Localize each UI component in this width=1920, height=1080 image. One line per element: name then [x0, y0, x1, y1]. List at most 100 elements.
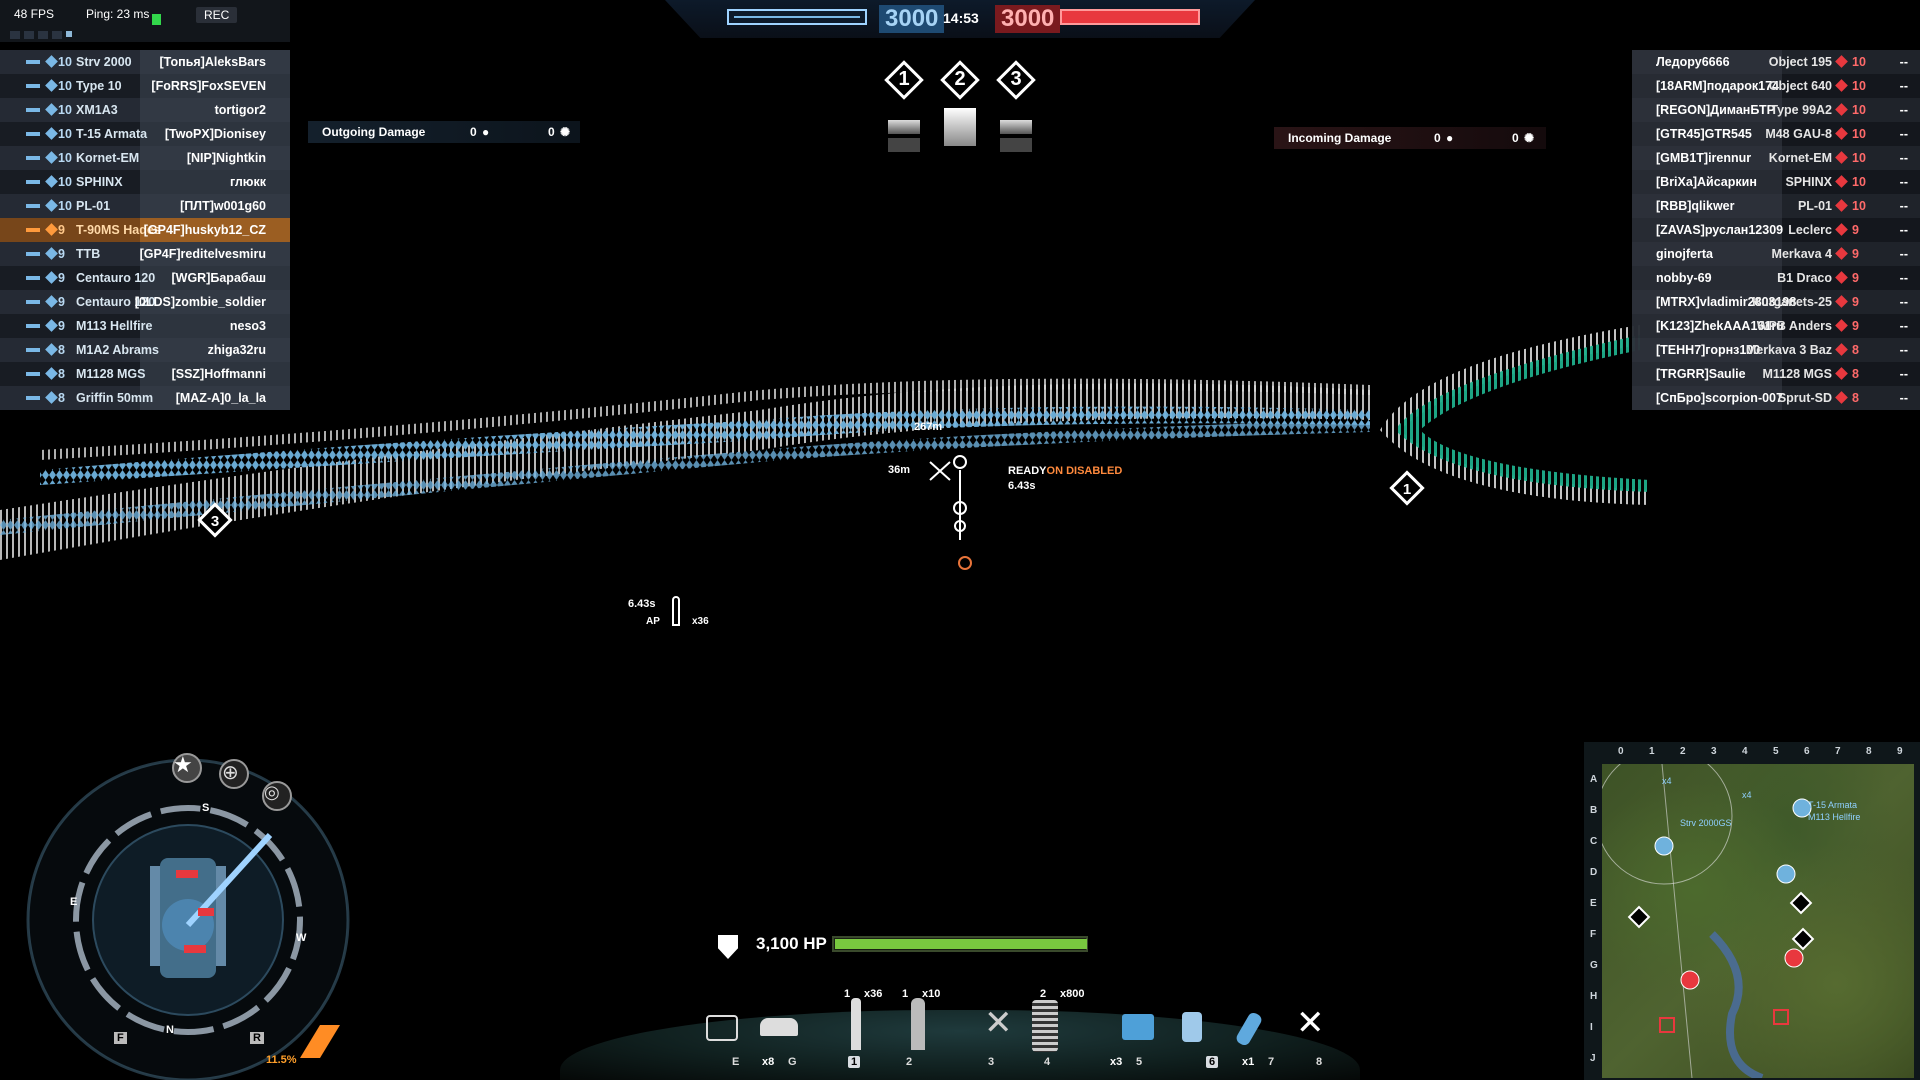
health-bar — [26, 204, 40, 208]
empty-slot-icon[interactable]: ✕ — [984, 1004, 1013, 1042]
status-text: -- — [1899, 199, 1908, 213]
vehicle-tier: 10 — [1852, 55, 1866, 69]
canister-icon[interactable] — [1182, 1012, 1202, 1042]
slot-key-4: 4 — [1044, 1056, 1051, 1068]
player-name[interactable]: [TwoPX]Dionisey — [164, 127, 266, 141]
minimap-label: x4 — [1742, 790, 1752, 800]
minimap-col-label: 1 — [1649, 746, 1655, 757]
incoming-damage-value: 0 — [1434, 131, 1441, 145]
machine-gun-ammo-icon[interactable] — [1032, 1000, 1058, 1052]
vehicle-class-icon — [45, 319, 58, 332]
player-name[interactable]: [RBB]qlikwer — [1656, 199, 1735, 213]
player-name[interactable]: [MAZ-A]0_la_la — [175, 391, 266, 405]
minimap-row-label: F — [1590, 929, 1597, 940]
player-name[interactable]: [ПЛТ]w001g60 — [180, 199, 266, 213]
player-name[interactable]: Ледору6666 — [1656, 55, 1730, 69]
vehicle-name: TTB — [76, 247, 101, 261]
slot-level: 2 — [1040, 988, 1047, 1000]
vehicle-class-icon — [45, 175, 58, 188]
player-name[interactable]: [K123]ZhekAAA161ru — [1656, 319, 1784, 333]
vehicle-class-icon — [45, 223, 58, 236]
vehicle-tier: 10 — [58, 199, 72, 213]
vehicle-class-icon — [45, 127, 58, 140]
empty-slot-icon[interactable]: ✕ — [1296, 1004, 1325, 1042]
minimap-label: x4 — [1662, 776, 1672, 786]
shell-ap-slot[interactable] — [851, 998, 861, 1050]
health-bar — [26, 84, 40, 88]
vehicle-class-icon — [1835, 55, 1848, 68]
player-plate — [140, 218, 290, 242]
health-bar — [26, 300, 40, 304]
vehicle-class-icon — [45, 55, 58, 68]
player-name[interactable]: [NIP]Nightkin — [186, 151, 266, 165]
player-name[interactable]: tortigor2 — [214, 103, 266, 117]
minimap-col-label: 4 — [1742, 746, 1748, 757]
health-bar — [26, 276, 40, 280]
player-name[interactable]: [GP4F]reditelvesmiru — [139, 247, 266, 261]
player-name[interactable]: [TRGRR]Saulie — [1656, 367, 1746, 381]
player-name[interactable]: [BriXa]Айсаркин — [1656, 175, 1757, 189]
player-name[interactable]: [СпБро]scorpion-007 — [1656, 391, 1783, 405]
player-name[interactable]: [FoRRS]FoxSEVEN — [151, 79, 266, 93]
player-name[interactable]: [0LDS]zombie_soldier — [134, 295, 266, 309]
player-plate — [140, 170, 290, 194]
toolbox-icon[interactable] — [1122, 1014, 1154, 1040]
vehicle-name: M1A2 Abrams — [76, 343, 159, 357]
player-name[interactable]: nobby-69 — [1656, 271, 1712, 285]
player-name[interactable]: zhiga32ru — [207, 343, 266, 357]
steering-wheel-icon[interactable]: ◎ — [264, 782, 280, 802]
rec-indicator[interactable]: REC — [196, 7, 238, 23]
vehicle-tier: 9 — [58, 247, 65, 261]
tank-icon[interactable] — [760, 1018, 798, 1036]
player-name[interactable]: [REGON]ДиманБТР — [1656, 103, 1775, 117]
star-icon[interactable]: ★ — [173, 752, 193, 777]
vehicle-name: PL-01 — [76, 199, 111, 213]
player-name[interactable]: [GTR45]GTR545 — [1656, 127, 1752, 141]
player-name[interactable]: [WGR]Барабаш — [171, 271, 267, 285]
player-name[interactable]: [GMB1T]irennur — [1656, 151, 1752, 165]
gear-forward: F — [114, 1032, 127, 1044]
minimap[interactable]: x4 x4 Strv 2000GS T-15 Armata M113 Hellf… — [1584, 742, 1920, 1080]
vehicle-name: Kornet-EM — [1768, 151, 1832, 165]
player-name[interactable]: [18ARM]подарок174 — [1656, 79, 1779, 93]
slot-count: x10 — [922, 988, 941, 1000]
shell-he-slot[interactable] — [911, 998, 925, 1050]
player-plate — [140, 74, 290, 98]
slot-key-E: E — [732, 1056, 740, 1068]
vehicle-name: SPHINX — [76, 175, 123, 189]
vehicle-name: Kurganets-25 — [1752, 295, 1832, 309]
minimap-terrain[interactable]: x4 x4 Strv 2000GS T-15 Armata M113 Hellf… — [1602, 764, 1914, 1078]
player-name[interactable]: [TEHH7]горнз100 — [1656, 343, 1761, 357]
status-text: -- — [1899, 247, 1908, 261]
vehicle-name: Merkava 3 Baz — [1745, 343, 1832, 357]
player-name[interactable]: [SSZ]Hoffmanni — [171, 367, 266, 381]
player-name[interactable]: глюкк — [229, 175, 266, 189]
player-name[interactable]: [GP4F]huskyb12_CZ — [143, 223, 266, 237]
player-plate — [1632, 194, 1782, 218]
vehicle-class-icon — [1835, 247, 1848, 260]
minimap-label: Strv 2000GS — [1680, 818, 1732, 828]
score-bar: 3000 14:53 3000 — [665, 0, 1255, 38]
vehicle-class-icon — [1835, 175, 1848, 188]
vehicle-tier: 10 — [58, 103, 72, 117]
target-icon[interactable]: ⊕ — [222, 762, 239, 784]
ping-status-icon — [152, 14, 162, 25]
player-name[interactable]: [Топья]AleksBars — [159, 55, 267, 69]
vehicle-name: T-90MS Hades — [76, 223, 161, 237]
slot-count: x3 — [1110, 1056, 1123, 1068]
player-name[interactable]: [MTRX]vladimir2803198 — [1656, 295, 1797, 309]
player-name[interactable]: neso3 — [229, 319, 266, 333]
vehicle-name: T-15 Armata — [76, 127, 148, 141]
vehicle-class-icon — [45, 103, 58, 116]
repair-kit-icon[interactable] — [706, 1015, 738, 1041]
player-name[interactable]: [ZAVAS]руслан12309 — [1656, 223, 1784, 237]
player-name[interactable]: ginojferta — [1656, 247, 1713, 261]
status-text: -- — [1899, 319, 1908, 333]
